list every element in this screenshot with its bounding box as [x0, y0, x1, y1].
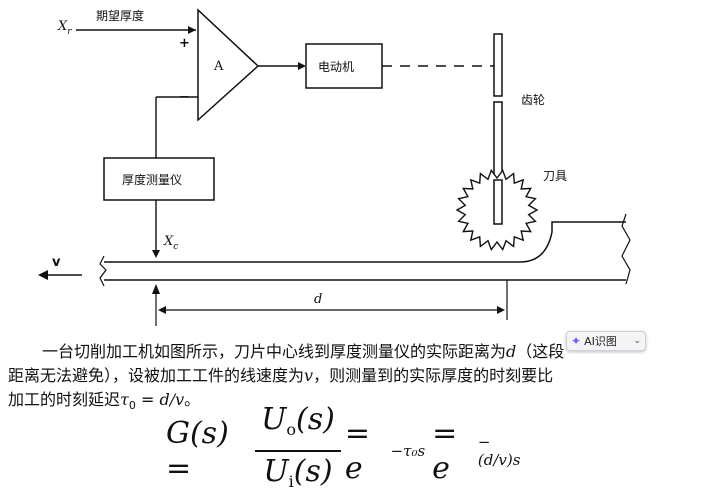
- dim-left-up-arrow: [152, 284, 160, 294]
- para-tau-sub: 0: [128, 399, 136, 413]
- dim-arrow-left: [158, 306, 166, 314]
- para-line3-end: 。: [184, 390, 201, 409]
- formula-numerator: Uo(s): [255, 402, 341, 452]
- formula-eq1: = e: [344, 416, 370, 486]
- chevron-down-icon[interactable]: ⌄: [633, 336, 641, 346]
- formula-exp1: −τ₀s: [390, 442, 426, 460]
- para-line3-text: 加工的时刻延迟: [8, 390, 121, 409]
- para-tau: τ: [120, 390, 129, 409]
- thickness-gauge-box: [103, 157, 215, 201]
- num-arg: (s): [296, 402, 335, 437]
- den-sub: i: [288, 472, 294, 491]
- gear-label: 齿轮: [521, 93, 545, 107]
- ai-recognize-chip[interactable]: ✦ AI识图 ⌄: [566, 331, 646, 351]
- xc-label: Xc: [163, 234, 178, 252]
- motor-box: [305, 43, 383, 89]
- para-line1-text: 一台切削加工机如图所示，刀片中心线到厚度测量仪的实际距离为: [42, 342, 507, 361]
- sparkle-icon: ✦: [571, 334, 582, 348]
- formula-fraction: Uo(s) Ui(s): [255, 402, 341, 500]
- amplifier-triangle: [197, 8, 260, 122]
- motor-label: 电动机: [318, 60, 354, 74]
- formula-denominator: Ui(s): [257, 452, 338, 500]
- den-u: U: [263, 454, 289, 489]
- para-line1-end: （这段: [516, 342, 565, 361]
- den-arg: (s): [293, 454, 333, 489]
- problem-paragraph: 一台切削加工机如图所示，刀片中心线到厚度测量仪的实际距离为d（这段 距离无法避免…: [8, 340, 713, 418]
- workpiece-break-right: [621, 213, 631, 285]
- formula-exp2: −(d/v)s: [477, 433, 521, 469]
- num-u: U: [261, 402, 287, 437]
- para-var-v: v: [304, 366, 314, 385]
- cutter-label: 刀具: [543, 169, 567, 183]
- plus-sign: +: [179, 36, 190, 51]
- dim-arrow-right: [497, 306, 505, 314]
- para-var-d: d: [506, 342, 517, 361]
- para-delay-expr: d/v: [159, 390, 185, 409]
- xr-label: Xr: [57, 19, 72, 37]
- formula-lhs: G(s) =: [166, 416, 229, 486]
- amplifier-label: A: [213, 59, 224, 74]
- cutting-machine-diagram: Xr 期望厚度 + − A 电动机 齿轮 刀具 厚度测量仪 Xc v: [38, 8, 631, 326]
- para-line2-text: 距离无法避免），设被加工工件的线速度为: [8, 366, 305, 385]
- para-eq: =: [135, 390, 160, 409]
- gauge-arrowhead: [152, 250, 160, 258]
- workpiece-break-left: [99, 255, 107, 287]
- ai-chip-label: AI识图: [584, 335, 617, 348]
- para-line2-end: ，则测量到的实际厚度的时刻要比: [313, 366, 554, 385]
- num-sub: o: [286, 420, 296, 439]
- velocity-label: v: [52, 255, 61, 270]
- velocity-arrowhead: [38, 270, 48, 280]
- gear-bar: [493, 33, 503, 97]
- distance-label: d: [314, 292, 322, 307]
- desired-thickness-label: 期望厚度: [96, 8, 144, 23]
- transfer-function-formula: G(s) = Uo(s) Ui(s) = e−τ₀s = e−(d/v)s: [166, 402, 526, 494]
- workpiece-uncut-top: [519, 221, 626, 263]
- cutter-shaft-front: [493, 179, 503, 225]
- motor-arrowhead: [298, 62, 306, 70]
- formula-eq2: = e: [432, 416, 458, 486]
- input-arrowhead: [188, 26, 196, 34]
- thickness-gauge-label: 厚度测量仪: [122, 172, 182, 187]
